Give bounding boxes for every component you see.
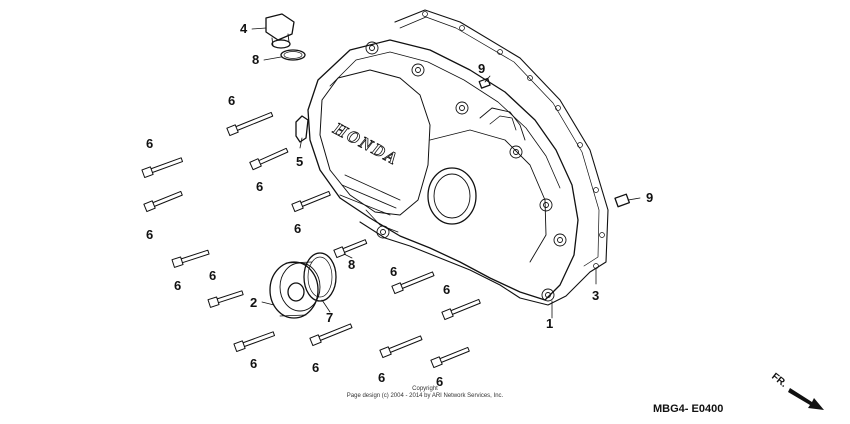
callout-6: 6: [174, 278, 181, 293]
o-ring[interactable]: [280, 49, 306, 61]
callout-6: 6: [228, 93, 235, 108]
callout-6: 6: [443, 282, 450, 297]
dowel-pin[interactable]: [478, 77, 630, 208]
bolt[interactable]: [141, 111, 481, 369]
cap[interactable]: [269, 261, 321, 319]
o-ring-cap[interactable]: [303, 252, 337, 302]
callout-4: 4: [240, 21, 248, 36]
copyright-notice: Copyright Page design (c) 2004 - 2014 by…: [300, 386, 550, 400]
diagram-code: MBG4- E0400: [653, 403, 724, 415]
callout-5: 5: [296, 154, 303, 169]
callout-6: 6: [390, 264, 397, 279]
callout-8: 8: [252, 52, 259, 67]
callout-6: 6: [312, 360, 319, 375]
clamp[interactable]: [295, 115, 309, 143]
leader-lines: [251, 27, 641, 319]
callout-6: 6: [294, 221, 301, 236]
logo-text: HONDA: [329, 118, 402, 169]
callout-9: 9: [646, 190, 653, 205]
callout-9: 9: [478, 61, 485, 76]
crank-opening: [427, 167, 477, 225]
callout-3: 3: [592, 288, 599, 303]
crankcase-cover[interactable]: [307, 39, 579, 301]
copyright-line-1: Copyright: [412, 386, 438, 392]
callout-6: 6: [146, 136, 153, 151]
callout-7: 7: [326, 310, 333, 325]
callout-6: 6: [209, 268, 216, 283]
oil-filler-cap[interactable]: [265, 13, 295, 49]
callout-6: 6: [256, 179, 263, 194]
callout-8: 8: [348, 257, 355, 272]
callout-6: 6: [146, 227, 153, 242]
callout-6: 6: [250, 356, 257, 371]
callout-6: 6: [436, 374, 443, 389]
callout-2: 2: [250, 295, 257, 310]
copyright-line-2: Page design (c) 2004 - 2014 by ARI Netwo…: [346, 393, 504, 399]
callout-1: 1: [546, 316, 553, 331]
front-direction-arrow-icon: [788, 388, 824, 410]
callout-6: 6: [378, 370, 385, 385]
gasket[interactable]: [359, 9, 609, 306]
